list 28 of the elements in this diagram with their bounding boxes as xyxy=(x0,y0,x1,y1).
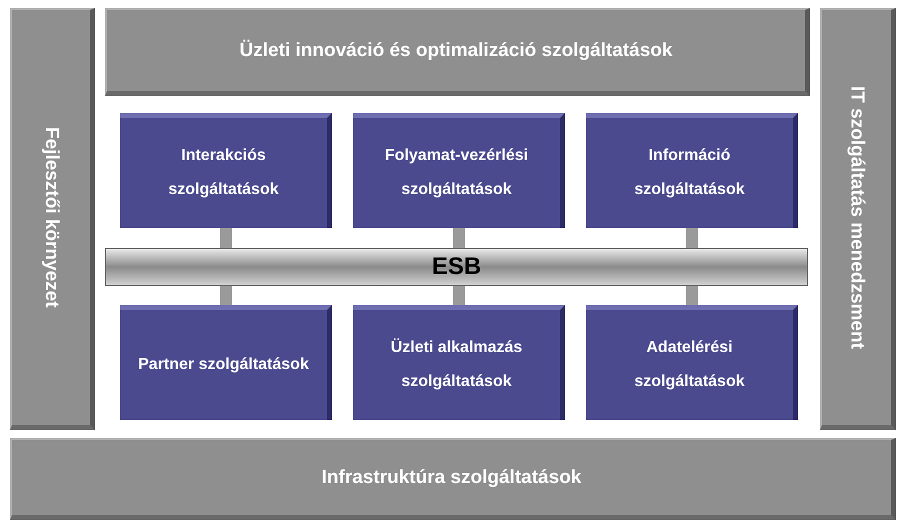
side-band xyxy=(820,8,896,430)
node-label: Információ szolgáltatások xyxy=(633,146,746,200)
service-box xyxy=(586,305,798,420)
connector-pipe xyxy=(686,228,698,248)
bottom-band xyxy=(10,438,896,520)
connector-pipe xyxy=(686,286,698,305)
top-band xyxy=(105,8,810,96)
node-label: Partner szolgáltatások xyxy=(138,355,309,375)
node-label: Adatelérési szolgáltatások xyxy=(633,338,746,392)
connector-pipe xyxy=(453,228,465,248)
service-box xyxy=(586,113,798,228)
bus-bar xyxy=(105,248,808,286)
node-label: Folyamat-vezérlési szolgáltatások xyxy=(384,146,530,200)
connector-pipe xyxy=(220,228,232,248)
node-label: IT szolgáltatás menedzsment xyxy=(846,86,868,349)
node-label: Üzleti innováció és optimalizáció szolgáltatások xyxy=(240,40,672,62)
node-label: ESB xyxy=(432,253,482,281)
node-label: Üzleti alkalmazás szolgáltatások xyxy=(390,337,524,392)
service-box xyxy=(353,113,565,228)
node-label: Interakciós szolgáltatások xyxy=(167,146,280,200)
connector-pipe xyxy=(453,286,465,305)
node-label: Infrastruktúra szolgáltatások xyxy=(322,466,582,488)
side-band xyxy=(10,8,95,430)
service-box xyxy=(353,305,565,420)
node-label: Fejlesztői környezet xyxy=(40,127,62,308)
connector-pipe xyxy=(220,286,232,305)
service-box xyxy=(120,305,332,420)
service-box xyxy=(120,113,332,228)
